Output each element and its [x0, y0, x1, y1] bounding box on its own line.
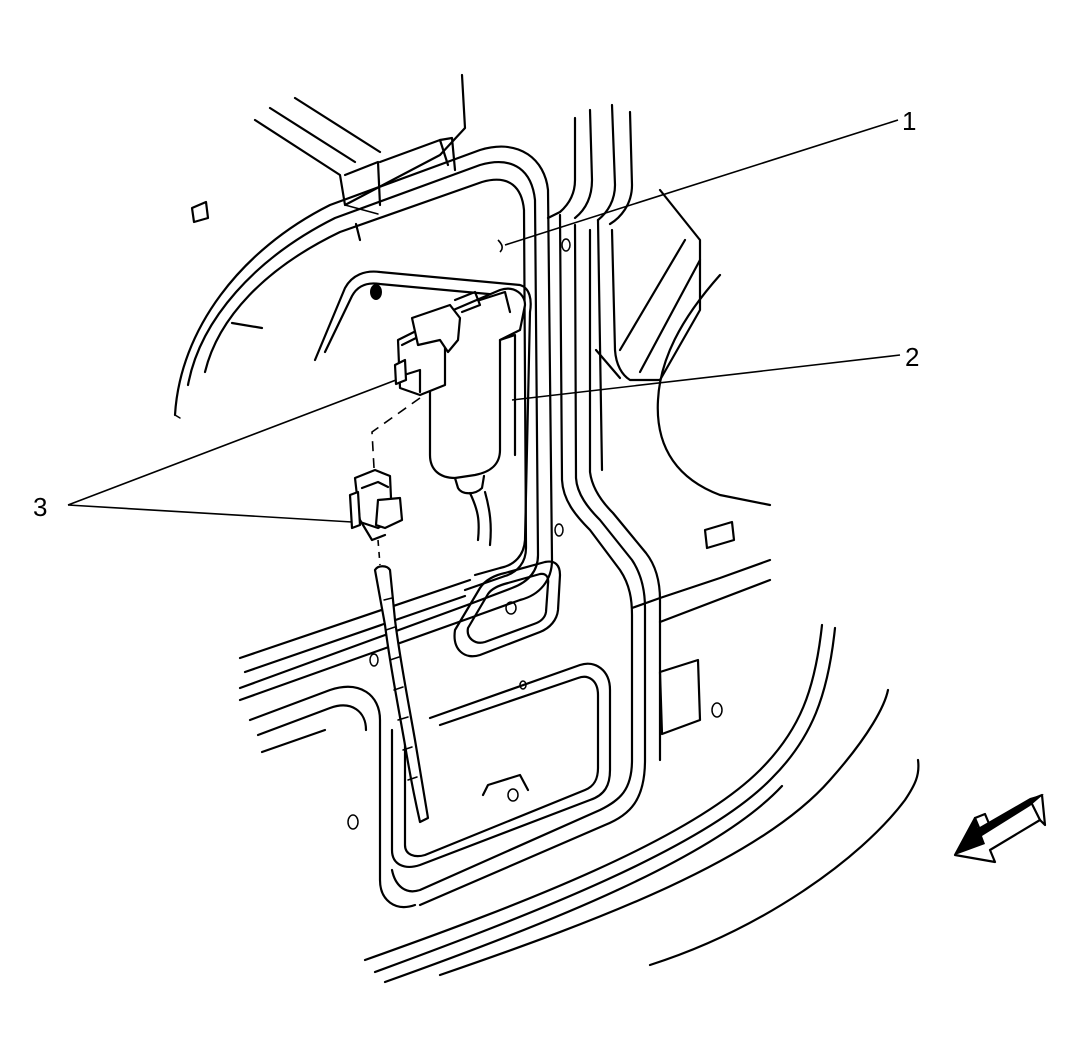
callout-1-label: 1: [902, 106, 917, 136]
wiring-harness: [373, 565, 430, 824]
front-arrow-icon: [953, 793, 1047, 864]
leader-line-2: [511, 354, 901, 401]
actuator-motor: [393, 287, 527, 547]
leader-line-3b: [67, 504, 353, 523]
electrical-connector: [348, 397, 421, 566]
callout-3-label: 3: [33, 492, 48, 522]
leader-line-1: [504, 119, 899, 246]
lower-panel-structure: [238, 560, 612, 908]
callout-2-label: 2: [905, 342, 920, 372]
b-pillar-channels: [190, 103, 772, 907]
roof-header-structure: [253, 73, 467, 215]
rocker-sill-lines: [363, 623, 920, 984]
leader-line-3a: [67, 379, 397, 506]
leader-lines: [67, 119, 901, 523]
door-inner-panel: [173, 145, 554, 702]
